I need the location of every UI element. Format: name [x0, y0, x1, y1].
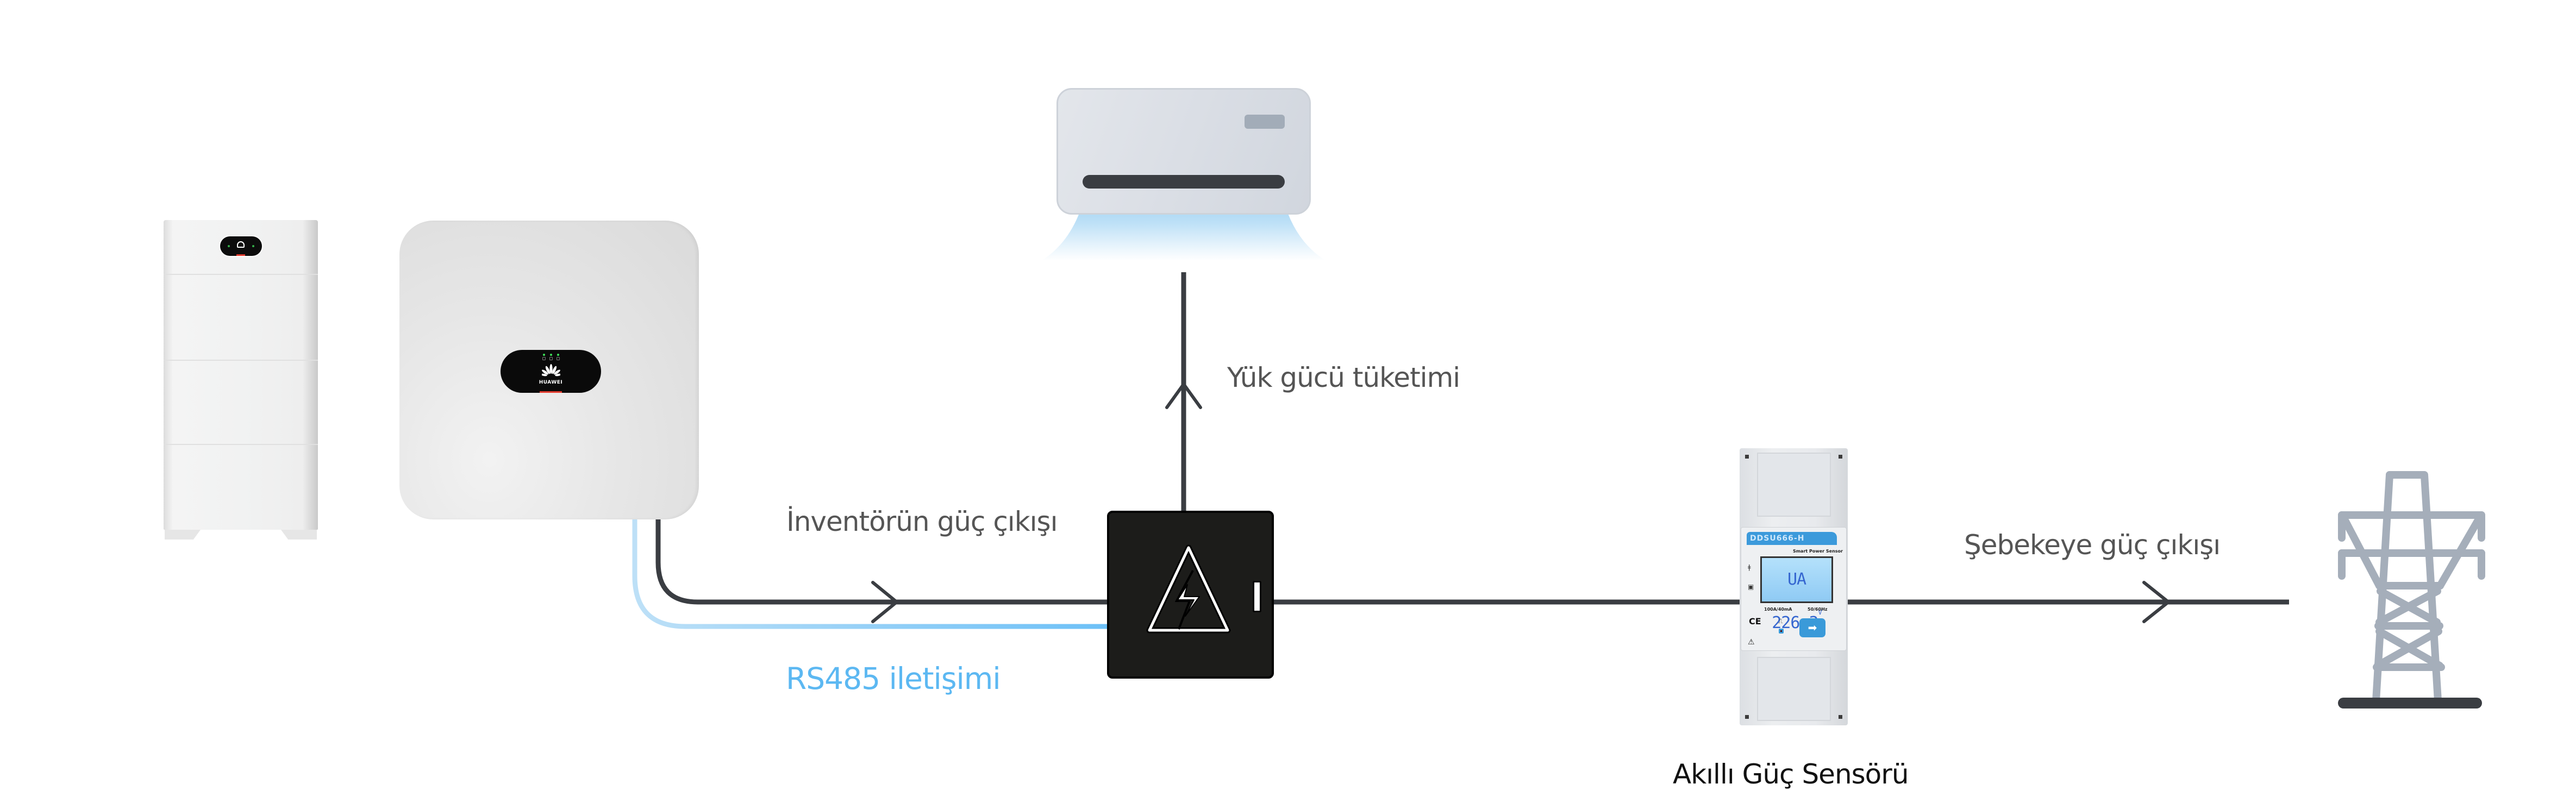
double-insulation-icon: ▣	[1748, 583, 1754, 591]
inverter-icon: HUAWEI	[399, 221, 699, 519]
arrow-right-icon	[871, 581, 898, 623]
pulse-icon: ⎍	[1778, 617, 1783, 625]
rs485-label: RS485 iletişimi	[786, 661, 1001, 696]
battery-icon	[164, 220, 318, 540]
meter-frequency-spec: 50/60Hz	[1808, 607, 1828, 612]
meter-page-button: ➡	[1799, 618, 1825, 637]
status-led	[543, 354, 545, 356]
smart-power-sensor-icon: DDSU666-H Smart Power Sensor ǂ ▣ UA 226.…	[1740, 448, 1848, 725]
panel-handle	[1253, 581, 1261, 612]
accent-strip	[236, 254, 245, 256]
battery-module-divider	[164, 274, 318, 275]
mount-hole	[1745, 455, 1749, 459]
mount-hole	[1839, 715, 1842, 719]
inverter-power-cable	[655, 516, 1109, 605]
status-led	[228, 245, 230, 247]
status-led	[557, 354, 559, 356]
battery-module-divider	[164, 360, 318, 361]
arrow-up-icon	[1165, 383, 1202, 409]
mount-hole	[1745, 715, 1749, 719]
grid-indicator-icon	[549, 357, 553, 360]
inverter-output-label: İnventörün güç çıkışı	[786, 506, 1058, 537]
air-conditioner-icon	[1056, 88, 1311, 215]
ac-vent	[1083, 175, 1285, 189]
meter-front-panel: DDSU666-H Smart Power Sensor ǂ ▣ UA 226.…	[1741, 527, 1847, 651]
rcm-mark-icon: ⚠	[1748, 638, 1755, 647]
thermometer-icon: ǂ	[1748, 563, 1751, 571]
load-consumption-label: Yük gücü tüketimi	[1227, 362, 1460, 393]
meter-top-clip	[1757, 453, 1831, 517]
meter-lcd: UA 226.3V	[1760, 556, 1833, 632]
meter-bottom-clip	[1757, 657, 1831, 721]
huawei-logo-icon	[542, 364, 560, 377]
meter-model-label: DDSU666-H	[1747, 532, 1837, 545]
mount-hole	[1839, 455, 1842, 459]
high-voltage-icon	[1146, 544, 1231, 634]
lcd-unit: V	[1818, 609, 1822, 616]
inverter-status-badge: HUAWEI	[501, 350, 601, 393]
accent-strip	[540, 391, 562, 393]
pv-indicator-icon	[542, 357, 546, 360]
pulse-led	[1779, 629, 1784, 634]
ac-display-icon	[1245, 115, 1285, 129]
meter-subtitle: Smart Power Sensor	[1792, 549, 1843, 554]
battery-foot	[281, 530, 317, 540]
lcd-label: UA	[1787, 570, 1806, 589]
grid-output-label: Şebekeye güç çıkışı	[1964, 529, 2221, 561]
battery-body	[164, 220, 318, 530]
battery-foot	[165, 530, 201, 540]
status-led	[550, 354, 552, 356]
rs485-cable-left	[632, 516, 1109, 629]
brand-label: HUAWEI	[539, 380, 563, 385]
smart-sensor-label: Akıllı Güç Sensörü	[1673, 758, 1909, 790]
comm-indicator-icon	[557, 357, 560, 360]
battery-module-divider	[164, 444, 318, 445]
meter-current-spec: 100A/40mA	[1764, 607, 1792, 612]
huawei-logo-icon	[237, 241, 245, 248]
electrical-panel-icon	[1107, 511, 1274, 679]
arrow-right-icon	[2142, 581, 2170, 623]
ce-mark-icon: CE	[1749, 616, 1761, 626]
power-grid-tower-icon	[2338, 471, 2485, 705]
status-led	[252, 245, 254, 247]
battery-status-badge	[220, 236, 262, 256]
